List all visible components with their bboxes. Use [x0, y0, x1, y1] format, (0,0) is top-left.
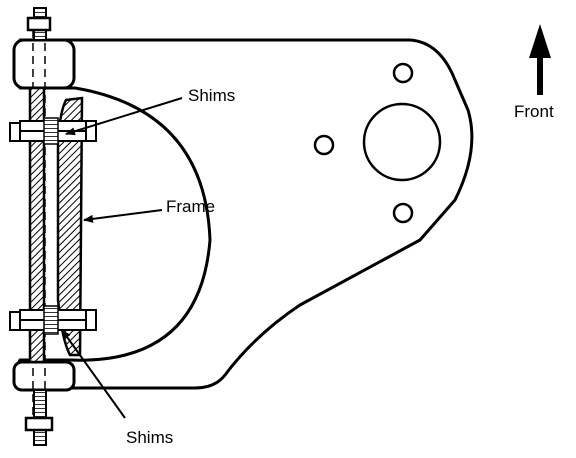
shims-bottom-leader — [61, 329, 126, 419]
top-nut — [26, 16, 52, 32]
mount-hole-bottom — [392, 202, 414, 224]
mount-hole-left — [313, 134, 335, 156]
bottom-nut — [24, 416, 54, 432]
front-arrow — [529, 24, 551, 95]
mount-hole-top — [392, 62, 414, 84]
upper-bolt — [9, 117, 97, 145]
shims-top-leader — [65, 97, 183, 136]
pivot-plate — [28, 86, 46, 364]
upper-eye — [12, 38, 76, 90]
frame-bracket — [56, 96, 84, 357]
frame-label: Frame — [166, 197, 215, 216]
front-label: Front — [514, 102, 554, 121]
shims-top-label: Shims — [188, 86, 235, 105]
lower-eye — [12, 360, 76, 392]
lower-bolt — [9, 305, 97, 335]
ball-joint-hole — [362, 102, 442, 182]
frame-leader — [83, 209, 163, 223]
control-arm-outline — [12, 38, 474, 390]
shims-bottom-label: Shims — [126, 428, 173, 447]
